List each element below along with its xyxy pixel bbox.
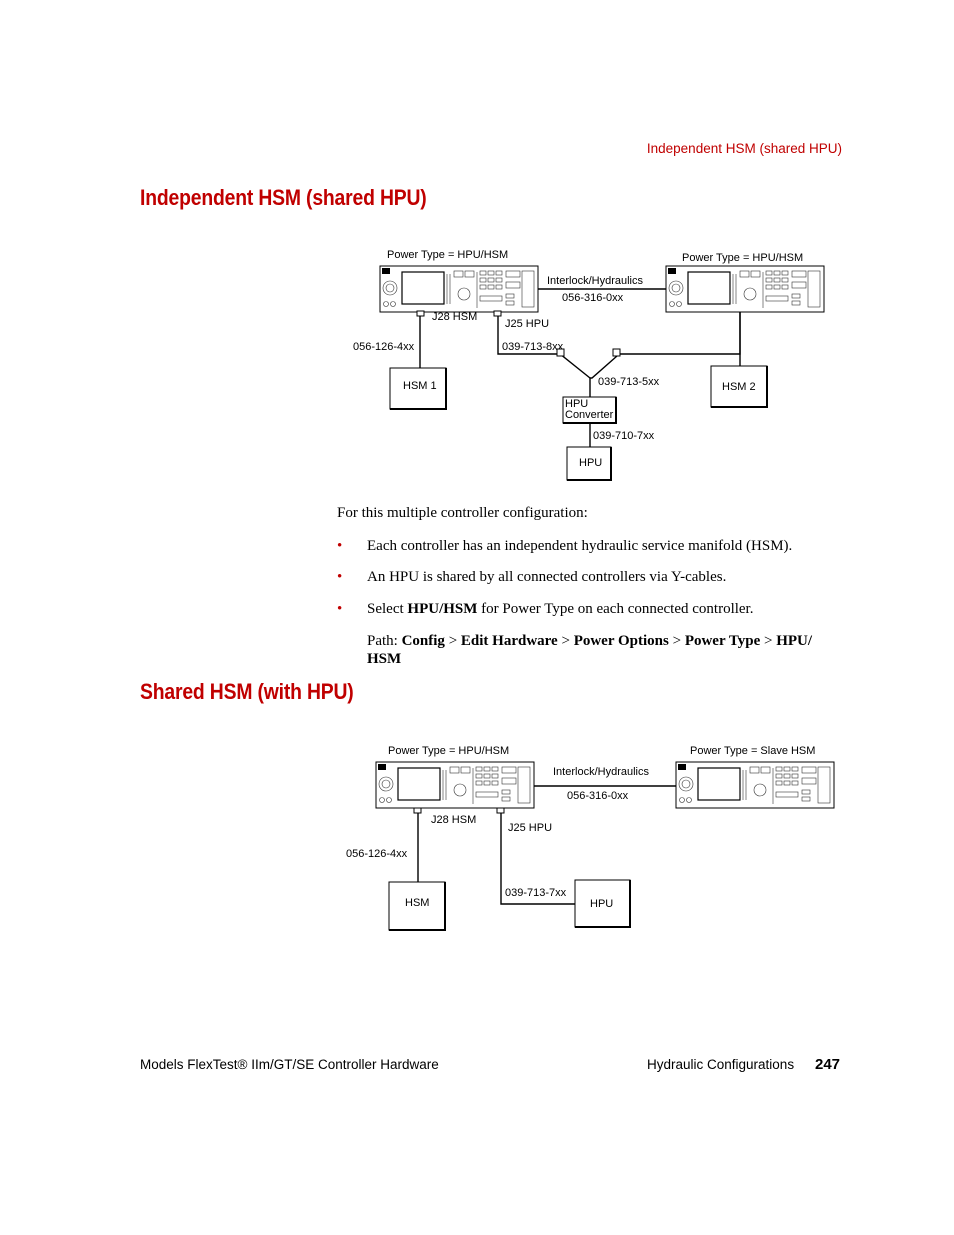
controller-left-2 xyxy=(375,761,535,809)
hsm2-label: HSM 2 xyxy=(722,381,756,393)
path-item-hpu: HPU/ xyxy=(776,633,813,649)
hsm-cable-2: 056-126-4xx xyxy=(346,848,408,860)
power-type-left-2: Power Type = HPU/HSM xyxy=(388,745,509,757)
path-item-hsm: HSM xyxy=(367,651,402,667)
bullet-text-2: An HPU is shared by all connected contro… xyxy=(367,569,727,585)
bullet3-bold: HPU/HSM xyxy=(407,601,478,617)
bullet-text-3: Select HPU/HSM for Power Type on each co… xyxy=(367,601,753,618)
path-item-config: Config xyxy=(401,633,445,649)
j28-label-1: J28 HSM xyxy=(432,311,477,323)
j25-label-1: J25 HPU xyxy=(505,318,549,330)
section-title-independent-hsm: Independent HSM (shared HPU) xyxy=(140,185,427,210)
hsm1-label: HSM 1 xyxy=(403,380,437,392)
bullet-marker: • xyxy=(337,538,343,554)
page-number: 247 xyxy=(815,1056,841,1073)
hsm-cable-1: 056-126-4xx xyxy=(353,341,415,353)
running-head: Independent HSM (shared HPU) xyxy=(646,141,842,156)
power-type-right-2: Power Type = Slave HSM xyxy=(690,745,815,757)
hpu-label-1: HPU xyxy=(579,457,602,469)
j25-label-2: J25 HPU xyxy=(508,822,552,834)
bullet3-post: for Power Type on each connected control… xyxy=(477,601,754,617)
interlock-label-2: Interlock/Hydraulics xyxy=(553,766,649,778)
hpu-cable-left-1: 039-713-8xx xyxy=(502,341,564,353)
interlock-label-1: Interlock/Hydraulics xyxy=(547,275,643,287)
y-cable-1: 039-713-5xx xyxy=(598,376,660,388)
path-item-power-options: Power Options xyxy=(573,633,669,649)
intro-text: For this multiple controller configurati… xyxy=(337,505,588,521)
bullet3-pre: Select xyxy=(367,601,408,617)
interlock-cable-2: 056-316-0xx xyxy=(567,790,629,802)
controller-right-2 xyxy=(675,761,835,809)
j28-label-2: J28 HSM xyxy=(431,814,476,826)
bullet-marker: • xyxy=(337,601,343,617)
path-item-edit-hardware: Edit Hardware xyxy=(460,633,558,649)
converter-label-line2: Converter xyxy=(565,409,614,421)
footer-left: Models FlexTest® IIm/GT/SE Controller Ha… xyxy=(140,1057,439,1072)
power-type-right-1: Power Type = HPU/HSM xyxy=(682,252,803,264)
menu-path: Path: Config > Edit Hardware > Power Opt… xyxy=(367,633,813,667)
footer-right: Hydraulic Configurations xyxy=(647,1057,795,1072)
bullet-marker: • xyxy=(337,569,343,585)
path-item-power-type: Power Type xyxy=(684,633,761,649)
interlock-cable-1: 056-316-0xx xyxy=(562,292,624,304)
hpu-label-2: HPU xyxy=(590,898,613,910)
bullet-text-1: Each controller has an independent hydra… xyxy=(367,538,793,554)
hsm-label-2: HSM xyxy=(405,897,429,909)
converter-label-line1: HPU xyxy=(565,398,588,410)
section-title-shared-hsm: Shared HSM (with HPU) xyxy=(140,679,354,704)
hpu-cable-2: 039-713-7xx xyxy=(505,887,567,899)
path-label: Path: xyxy=(367,633,402,649)
converter-cable-1: 039-710-7xx xyxy=(593,430,655,442)
power-type-left-1: Power Type = HPU/HSM xyxy=(387,249,508,261)
controller-left-1 xyxy=(379,265,539,313)
controller-right-1 xyxy=(665,265,825,313)
